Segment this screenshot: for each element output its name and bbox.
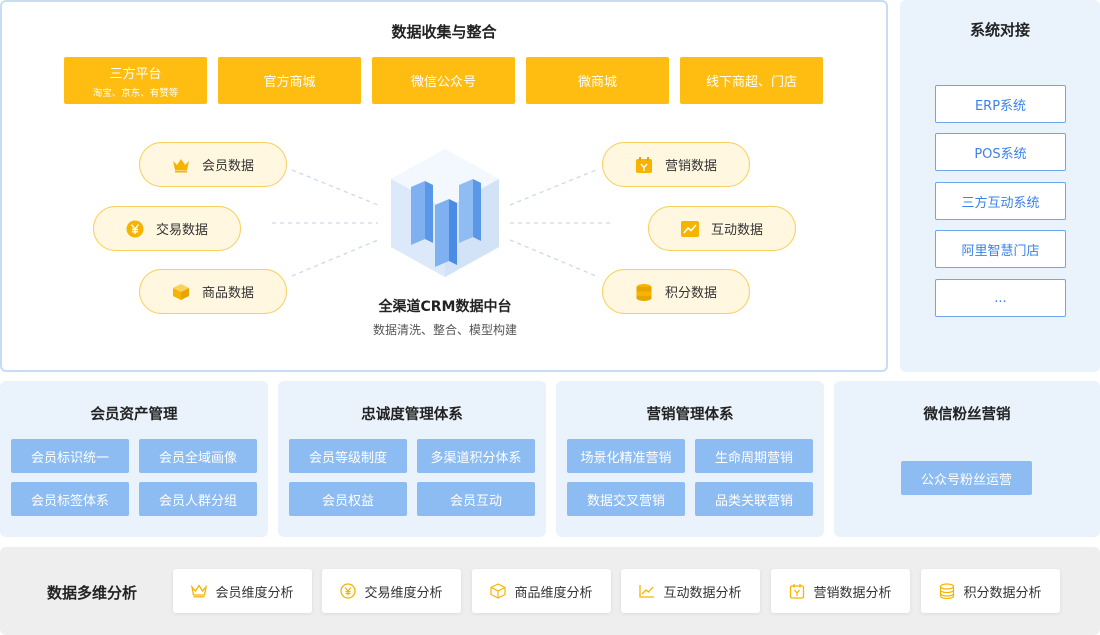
crm-hub-illustration bbox=[391, 149, 499, 277]
pill-label: 积分数据 bbox=[664, 286, 717, 301]
connector-line bbox=[509, 239, 597, 277]
marketing-data-analysis-button[interactable]: 营销数据分析 bbox=[771, 569, 910, 613]
analysis-item-label: 会员维度分析 bbox=[215, 585, 294, 601]
product-dimension-analysis-button[interactable]: 商品维度分析 bbox=[472, 569, 611, 613]
source-wechat-account[interactable]: 微信公众号 bbox=[372, 57, 515, 104]
pill-marketing-data[interactable]: 营销数据 bbox=[602, 142, 750, 187]
member-dimension-analysis-button[interactable]: 会员维度分析 bbox=[173, 569, 312, 613]
source-third-party[interactable]: 三方平台 淘宝、京东、有赞等 bbox=[64, 57, 207, 104]
system-third-party-interaction-button[interactable]: 三方互动系统 bbox=[935, 182, 1066, 220]
system-pos-button[interactable]: POS系统 bbox=[935, 133, 1066, 171]
panel-title: 忠诚度管理体系 bbox=[361, 407, 463, 423]
bar-column bbox=[459, 179, 481, 243]
pill-interaction-data[interactable]: 互动数据 bbox=[648, 206, 796, 251]
system-erp-button[interactable]: ERP系统 bbox=[935, 85, 1066, 123]
source-micro-mall[interactable]: 微商城 bbox=[526, 57, 669, 104]
analysis-item-label: 商品维度分析 bbox=[514, 585, 593, 601]
multichannel-points-button[interactable]: 多渠道积分体系 bbox=[417, 439, 535, 473]
analysis-label: 数据多维分析 bbox=[47, 584, 138, 602]
interaction-data-analysis-button[interactable]: 互动数据分析 bbox=[621, 569, 760, 613]
system-more-button[interactable]: ... bbox=[935, 279, 1066, 317]
source-label: 官方商城 bbox=[263, 75, 316, 90]
calendar-tag-icon bbox=[789, 583, 805, 599]
member-benefits-button[interactable]: 会员权益 bbox=[289, 482, 407, 516]
bar-column bbox=[411, 181, 433, 245]
source-offline-stores[interactable]: 线下商超、门店 bbox=[680, 57, 823, 104]
box-icon bbox=[172, 283, 190, 301]
panel-title: 营销管理体系 bbox=[646, 407, 734, 423]
pill-points-data[interactable]: 积分数据 bbox=[602, 269, 750, 314]
analysis-item-label: 积分数据分析 bbox=[963, 585, 1042, 601]
coin-stack-icon bbox=[939, 583, 955, 599]
source-label: 微商城 bbox=[577, 75, 617, 90]
system-title: 系统对接 bbox=[969, 21, 1030, 39]
wechat-fans-panel: 微信粉丝营销 bbox=[834, 381, 1100, 537]
pill-label: 交易数据 bbox=[155, 223, 208, 238]
crown-icon bbox=[191, 583, 208, 599]
lifecycle-marketing-button[interactable]: 生命周期营销 bbox=[695, 439, 813, 473]
panel-title: 微信粉丝营销 bbox=[923, 407, 1011, 423]
source-sublabel: 淘宝、京东、有赞等 bbox=[92, 87, 179, 99]
pill-label: 互动数据 bbox=[710, 223, 763, 238]
points-data-analysis-button[interactable]: 积分数据分析 bbox=[921, 569, 1060, 613]
scenario-marketing-button[interactable]: 场景化精准营销 bbox=[567, 439, 685, 473]
analysis-item-label: 互动数据分析 bbox=[663, 585, 742, 601]
pill-product-data[interactable]: 商品数据 bbox=[139, 269, 287, 314]
source-label: 微信公众号 bbox=[410, 75, 476, 90]
coin-stack-icon bbox=[635, 283, 653, 301]
pill-label: 会员数据 bbox=[201, 159, 254, 174]
crown-icon bbox=[172, 156, 190, 174]
category-marketing-button[interactable]: 品类关联营销 bbox=[695, 482, 813, 516]
member-level-button[interactable]: 会员等级制度 bbox=[289, 439, 407, 473]
yuan-coin-icon bbox=[126, 220, 144, 238]
cross-data-marketing-button[interactable]: 数据交叉营销 bbox=[567, 482, 685, 516]
member-full-profile-button[interactable]: 会员全域画像 bbox=[139, 439, 257, 473]
member-segment-button[interactable]: 会员人群分组 bbox=[139, 482, 257, 516]
crm-hub-subtitle: 数据清洗、整合、模型构建 bbox=[372, 323, 517, 337]
connector-line bbox=[291, 239, 379, 277]
connector-line bbox=[291, 169, 379, 206]
source-official-mall[interactable]: 官方商城 bbox=[218, 57, 361, 104]
pill-label: 商品数据 bbox=[201, 286, 254, 301]
analysis-item-label: 营销数据分析 bbox=[813, 585, 892, 601]
system-alibaba-smart-store-button[interactable]: 阿里智慧门店 bbox=[935, 230, 1066, 268]
connector-lines bbox=[272, 169, 614, 277]
pill-label: 营销数据 bbox=[664, 159, 717, 174]
member-tag-system-button[interactable]: 会员标签体系 bbox=[11, 482, 129, 516]
box-icon bbox=[490, 583, 507, 599]
collection-title: 数据收集与整合 bbox=[391, 23, 497, 41]
trend-chart-icon bbox=[680, 220, 699, 238]
transaction-dimension-analysis-button[interactable]: 交易维度分析 bbox=[322, 569, 461, 613]
panel-title: 会员资产管理 bbox=[90, 407, 178, 423]
calendar-tag-icon bbox=[635, 156, 653, 174]
pill-transaction-data[interactable]: 交易数据 bbox=[93, 206, 241, 251]
member-interaction-button[interactable]: 会员互动 bbox=[417, 482, 535, 516]
bar-column bbox=[435, 199, 457, 267]
source-label: 三方平台 bbox=[109, 66, 162, 82]
official-account-fans-button[interactable]: 公众号粉丝运营 bbox=[901, 461, 1032, 495]
crm-hub-title: 全渠道CRM数据中台 bbox=[378, 299, 512, 315]
connector-line bbox=[509, 169, 597, 206]
member-id-unify-button[interactable]: 会员标识统一 bbox=[11, 439, 129, 473]
source-label: 线下商超、门店 bbox=[705, 75, 797, 90]
analysis-item-label: 交易维度分析 bbox=[364, 585, 443, 601]
pill-member-data[interactable]: 会员数据 bbox=[139, 142, 287, 187]
trend-chart-icon bbox=[639, 583, 655, 599]
yuan-coin-icon bbox=[340, 583, 357, 599]
